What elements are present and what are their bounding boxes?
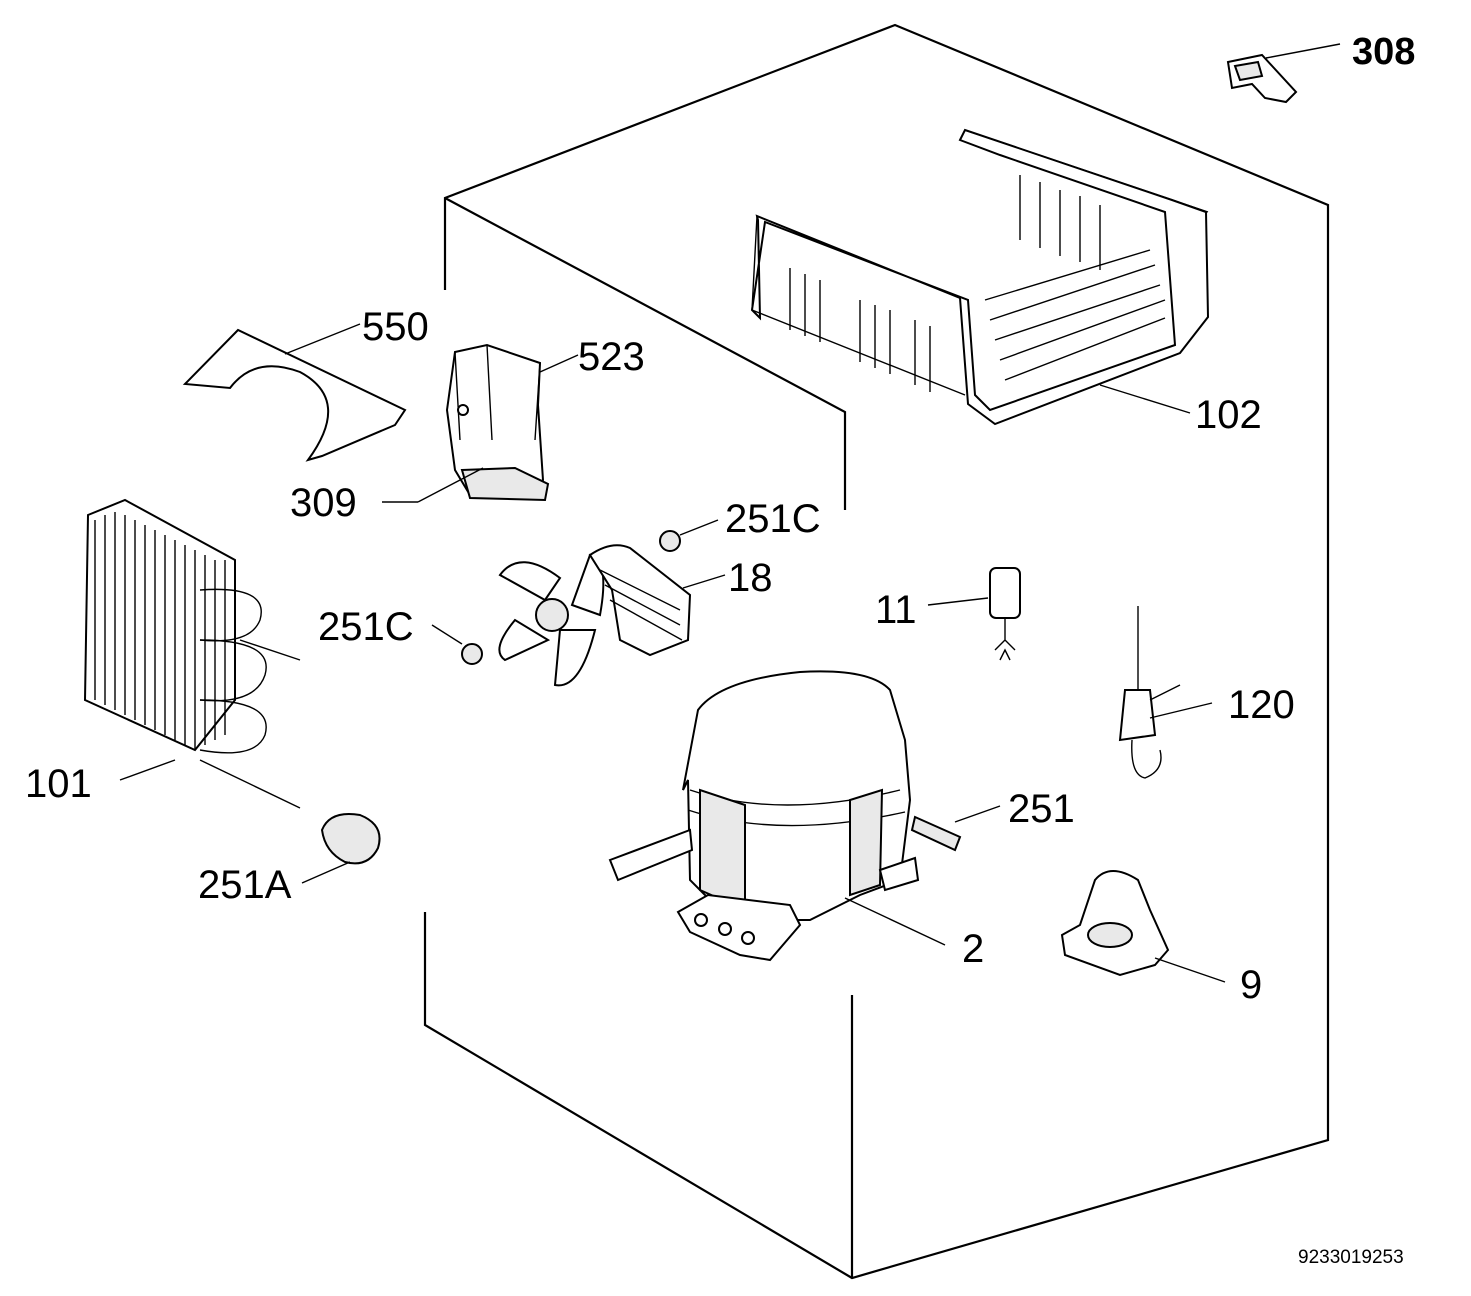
callout-labels: 308 550 523 102 309 251C 18 251C 11 120 …	[25, 31, 1415, 1007]
part-2-compressor[interactable]	[608, 670, 946, 962]
part-251c-grommet-top[interactable]	[659, 519, 719, 552]
callout-308: 308	[1352, 31, 1415, 73]
callout-309: 309	[290, 481, 357, 525]
part-308-clip[interactable]	[1226, 43, 1341, 104]
callout-523: 523	[578, 335, 645, 379]
callout-251c-top: 251C	[725, 497, 821, 541]
cabinet-outline	[423, 23, 1330, 1280]
callout-101: 101	[25, 762, 92, 806]
callout-11: 11	[875, 588, 917, 632]
callout-9: 9	[1240, 963, 1262, 1007]
part-101-condenser[interactable]	[83, 498, 301, 809]
callout-550: 550	[362, 305, 429, 349]
part-523-relay-cover[interactable]	[445, 343, 579, 499]
callout-251c-left: 251C	[318, 605, 414, 649]
part-251c-grommet-left[interactable]	[431, 624, 483, 665]
callout-120: 120	[1228, 683, 1295, 727]
part-251a-grommet[interactable]	[301, 813, 381, 884]
callout-251: 251	[1008, 787, 1075, 831]
callout-2: 2	[962, 927, 984, 971]
callout-18: 18	[728, 556, 773, 600]
part-11-sensor[interactable]	[927, 567, 1021, 661]
part-251-terminal[interactable]	[910, 805, 1001, 852]
part-9-clamp[interactable]	[1060, 870, 1226, 983]
part-550-cover[interactable]	[182, 323, 407, 462]
callout-251a: 251A	[198, 863, 292, 907]
reference-number: 9233019253	[1298, 1247, 1404, 1268]
part-309-relay[interactable]	[382, 466, 550, 503]
part-18-fan-motor[interactable]	[498, 544, 726, 687]
callout-102: 102	[1195, 393, 1262, 437]
part-120-protector[interactable]	[1118, 606, 1213, 779]
part-102-evaporator-tray[interactable]	[750, 128, 1210, 426]
